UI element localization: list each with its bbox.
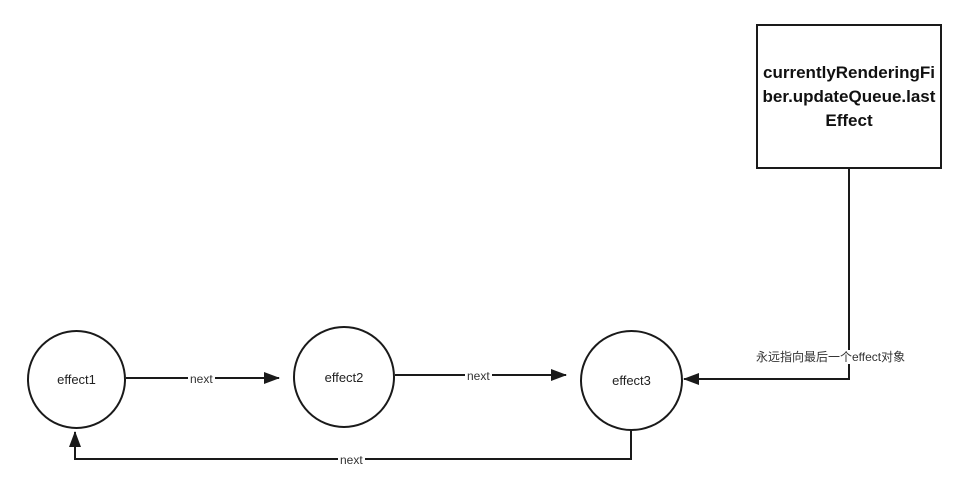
edge-box-to-effect3 — [683, 169, 850, 385]
edge-label-e2-e3: next — [465, 369, 492, 383]
pointer-box-label: currentlyRenderingFiber.updateQueue.last… — [762, 62, 936, 130]
node-effect3-label: effect3 — [612, 373, 651, 388]
edge-label-e3-e1: next — [338, 453, 365, 467]
node-effect1: effect1 — [27, 330, 126, 429]
node-effect2-label: effect2 — [324, 369, 364, 385]
edge-label-e1-e2: next — [188, 372, 215, 386]
pointer-box: currentlyRenderingFiber.updateQueue.last… — [756, 24, 942, 169]
node-effect2: effect2 — [293, 326, 395, 428]
node-effect3: effect3 — [580, 330, 683, 431]
node-effect1-label: effect1 — [57, 372, 96, 387]
edge-label-box-e3: 永远指向最后一个effect对象 — [754, 350, 908, 364]
